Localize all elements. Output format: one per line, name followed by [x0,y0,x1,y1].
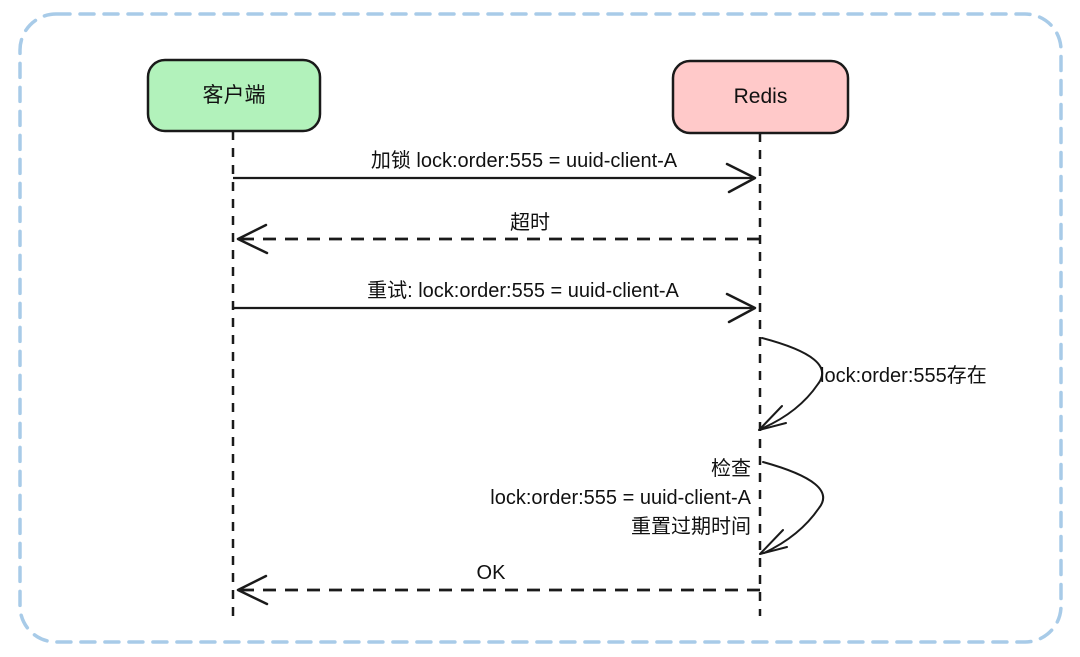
message-6-label: OK [476,562,506,584]
self-loop-1-label: lock:order:555存在 [820,365,987,387]
message-3-label: 重试: lock:order:555 = uuid-client-A [367,280,679,302]
frame-border [18,12,1063,644]
message-6-arrowhead-icon [236,574,269,606]
self-loop-2-label: 检查 lock:order:555 = uuid-client-A 重置过期时间 [391,455,751,542]
redis-actor-label: Redis [733,85,788,108]
self-loop-2-label-line-1: 检查 [711,458,751,480]
message-1-arrowhead-icon [725,162,757,194]
message-2-label: 超时 [510,212,550,234]
self-loop-2-label-line-3: 重置过期时间 [631,516,751,538]
message-3-arrowhead-icon [725,292,757,324]
self-loop-2-curve [762,461,825,554]
self-loop-2-arrowhead-icon [759,529,788,555]
self-loop-1-curve [761,337,824,429]
message-2-arrowhead-icon [236,223,269,255]
client-actor-label: 客户端 [202,83,266,107]
self-loop-2-label-line-2: lock:order:555 = uuid-client-A [490,487,751,509]
self-loop-1-arrowhead-icon [758,405,787,431]
message-1-label: 加锁 lock:order:555 = uuid-client-A [370,150,678,172]
